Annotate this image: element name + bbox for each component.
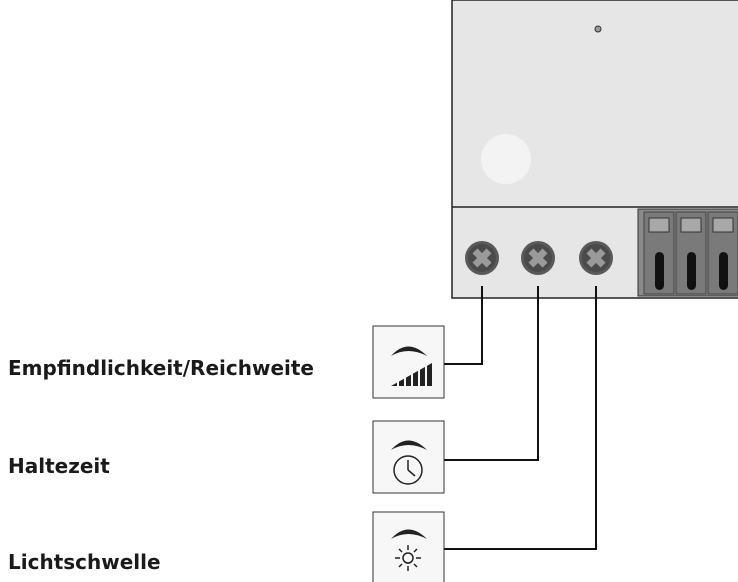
connector-light-threshold [444,286,597,550]
terminal-2 [675,211,707,295]
screw-light-threshold[interactable] [579,241,613,275]
connector-sensitivity [444,286,483,365]
label-light-threshold: Lichtschwelle [8,550,161,574]
sun-icon [372,511,445,582]
terminal-1 [643,211,675,295]
label-hold-time: Haltezeit [8,454,110,478]
connector-hold-time [444,286,539,461]
status-led [594,25,602,33]
screw-sensitivity[interactable] [465,241,499,275]
sensor-lens [481,134,531,184]
screw-hold-time[interactable] [521,241,555,275]
terminal-block [637,208,738,297]
clock-icon [372,420,445,494]
label-sensitivity: Empfindlichkeit/Reichweite [8,356,314,380]
signal-strength-icon [372,325,445,399]
terminal-3 [707,211,738,295]
